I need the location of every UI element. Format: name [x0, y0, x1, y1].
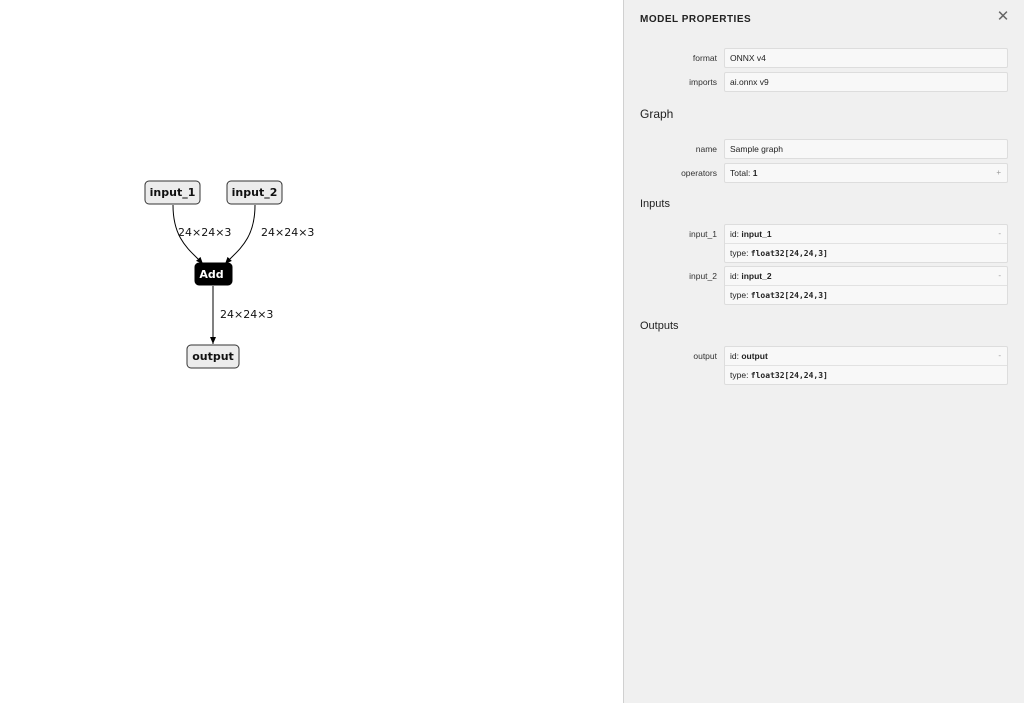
node-output-label: output	[192, 350, 234, 363]
name-field: Sample graph	[724, 139, 1008, 159]
format-label: format	[692, 53, 717, 63]
input-2-type-prefix: type:	[730, 290, 751, 300]
graph-canvas[interactable]: 24×24×3 24×24×3 24×24×3 input_1 input_2 …	[0, 0, 623, 703]
collapse-toggle-icon[interactable]: -	[998, 229, 1001, 238]
edge-label-input1: 24×24×3	[178, 226, 231, 239]
operators-total: 1	[752, 168, 758, 178]
edge-label-output: 24×24×3	[220, 308, 273, 321]
output-field[interactable]: id: output - type: float32[24,24,3]	[724, 346, 1008, 385]
output-id: output	[741, 351, 768, 361]
graph-svg: 24×24×3 24×24×3 24×24×3 input_1 input_2 …	[144, 180, 314, 369]
input-2-id: input_2	[741, 271, 772, 281]
close-icon[interactable]: ✕	[996, 8, 1010, 25]
imports-field: ai.onnx v9	[724, 72, 1008, 92]
model-properties-panel: MODEL PROPERTIES ✕ format ONNX v4 import…	[623, 0, 1024, 703]
graph-name-value: Sample graph	[730, 144, 783, 154]
name-label: name	[695, 144, 717, 154]
input-2-id-prefix: id:	[730, 271, 742, 281]
edge-input2-add	[224, 204, 256, 265]
node-input-2-label: input_2	[232, 186, 278, 199]
expand-toggle-icon[interactable]: +	[996, 168, 1001, 177]
operators-label: operators	[681, 168, 717, 178]
edge-input1-add	[172, 204, 204, 265]
node-add[interactable]: Add	[194, 262, 233, 286]
format-value: ONNX v4	[730, 53, 766, 63]
output-type: float32[24,24,3]	[750, 371, 828, 380]
node-input-1[interactable]: input_1	[144, 180, 201, 205]
input-1-id-prefix: id:	[730, 229, 742, 239]
operators-field[interactable]: Total: 1 +	[724, 163, 1008, 183]
collapse-toggle-icon[interactable]: -	[998, 351, 1001, 360]
imports-value: ai.onnx v9	[730, 77, 769, 87]
operators-prefix: Total:	[730, 168, 753, 178]
node-input-2[interactable]: input_2	[226, 180, 283, 205]
input-1-label: input_1	[689, 229, 717, 239]
node-add-label: Add	[199, 268, 223, 281]
collapse-toggle-icon[interactable]: -	[998, 271, 1001, 280]
format-field: ONNX v4	[724, 48, 1008, 68]
panel-title: MODEL PROPERTIES	[640, 14, 752, 25]
input-1-id: input_1	[741, 229, 772, 239]
inputs-heading: Inputs	[640, 198, 670, 210]
outputs-heading: Outputs	[640, 320, 679, 332]
output-id-prefix: id:	[730, 351, 742, 361]
input-2-type: float32[24,24,3]	[750, 291, 828, 300]
graph-heading: Graph	[640, 107, 674, 121]
input-1-type-prefix: type:	[730, 248, 751, 258]
output-type-prefix: type:	[730, 370, 751, 380]
output-label: output	[693, 351, 717, 361]
input-1-field[interactable]: id: input_1 - type: float32[24,24,3]	[724, 224, 1008, 263]
input-2-label: input_2	[689, 271, 717, 281]
imports-label: imports	[689, 77, 717, 87]
node-output[interactable]: output	[186, 344, 240, 369]
input-1-type: float32[24,24,3]	[750, 249, 828, 258]
node-input-1-label: input_1	[150, 186, 196, 199]
input-2-field[interactable]: id: input_2 - type: float32[24,24,3]	[724, 266, 1008, 305]
edge-label-input2: 24×24×3	[261, 226, 314, 239]
